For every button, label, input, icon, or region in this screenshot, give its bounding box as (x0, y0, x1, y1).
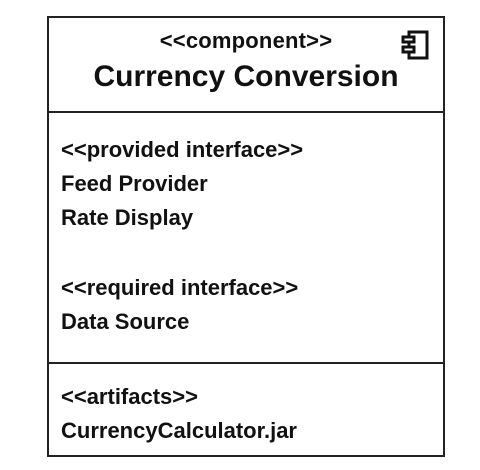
uml-component-box: <<component>> Currency Conversion <<prov… (47, 16, 445, 457)
required-interface-stereotype: <<required interface>> (61, 275, 299, 300)
artifacts-compartment: <<artifacts>> CurrencyCalculator.jar (49, 364, 443, 455)
uml-component-icon (401, 30, 429, 60)
component-stereotype: <<component>> (159, 28, 333, 53)
required-interface-item: Data Source (61, 309, 190, 334)
provided-interface-item: Feed Provider (61, 171, 208, 196)
provided-interface-stereotype: <<provided interface>> (61, 137, 304, 162)
interfaces-compartment: <<provided interface>> Feed Provider Rat… (49, 113, 443, 364)
provided-interface-item: Rate Display (61, 205, 194, 230)
artifacts-stereotype: <<artifacts>> (61, 384, 198, 409)
artifact-item: CurrencyCalculator.jar (61, 418, 297, 443)
component-name: Currency Conversion (93, 60, 399, 93)
component-header: <<component>> Currency Conversion (49, 18, 443, 113)
